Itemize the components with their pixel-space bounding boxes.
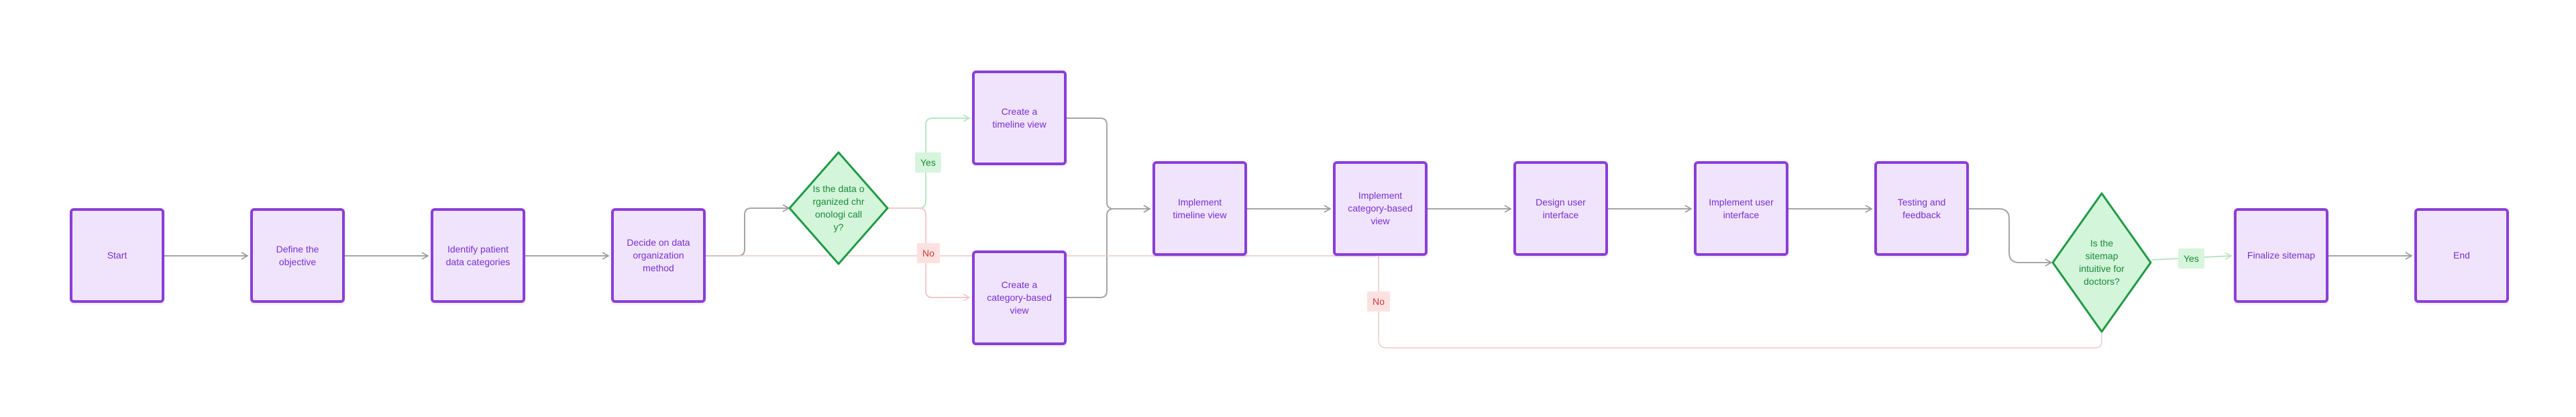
node-define-objective[interactable]: Define the objective <box>250 208 345 303</box>
node-finalize-label: Finalize sitemap <box>2247 250 2316 261</box>
node-define-objective-label: Define the objective <box>276 243 319 267</box>
node-decide-method-label: Decide on data organization method <box>627 237 690 273</box>
edge-category-to-impl <box>1067 205 1151 298</box>
node-implement-ui-label: Implement user interface <box>1709 196 1774 220</box>
node-identify-categories[interactable]: Identify patient data categories <box>431 208 525 303</box>
node-finalize[interactable]: Finalize sitemap <box>2234 208 2328 303</box>
edge-timeline-to-impl <box>1067 118 1151 213</box>
node-decision-chronological[interactable]: Is the data organized chronologi cally? <box>788 151 889 265</box>
node-design-ui[interactable]: Design user interface <box>1513 161 1608 256</box>
node-create-category[interactable]: Create a category-based view <box>972 250 1067 345</box>
node-end[interactable]: End <box>2414 208 2509 303</box>
node-decision-intuitive-label: Is the sitemap intuitive for doctors? <box>2079 238 2125 287</box>
node-create-category-label: Create a category-based view <box>987 279 1052 316</box>
node-start-label: Start <box>107 250 127 261</box>
node-design-ui-label: Design user interface <box>1536 196 1586 220</box>
node-decision-chronological-label: Is the data organized chronologi cally? <box>812 183 865 232</box>
node-implement-ui[interactable]: Implement user interface <box>1694 161 1788 256</box>
edge-label-no-1: No <box>917 243 940 263</box>
node-decide-method[interactable]: Decide on data organization method <box>611 208 706 303</box>
node-end-label: End <box>2453 250 2470 261</box>
edge-decision2-no <box>1378 256 2102 349</box>
edge-label-yes-2: Yes <box>2178 248 2204 269</box>
node-create-timeline[interactable]: Create a timeline view <box>972 71 1067 165</box>
decision-diamond-shape <box>2051 192 2152 333</box>
node-implement-category[interactable]: Implement category-based view <box>1333 161 1428 256</box>
node-implement-timeline[interactable]: Implement timeline view <box>1152 161 1247 256</box>
decision-diamond-shape <box>788 151 889 265</box>
node-create-timeline-label: Create a timeline view <box>992 105 1046 130</box>
node-testing[interactable]: Testing and feedback <box>1874 161 1969 256</box>
node-identify-categories-label: Identify patient data categories <box>445 243 511 267</box>
node-implement-category-label: Implement category-based view <box>1348 190 1413 226</box>
edge-decide-to-decision1 <box>706 204 790 257</box>
node-testing-label: Testing and feedback <box>1897 196 1946 220</box>
edge-testing-to-decision2 <box>1969 208 2053 267</box>
edge-label-no-2: No <box>1367 291 1390 312</box>
node-implement-timeline-label: Implement timeline view <box>1173 196 1227 220</box>
node-start[interactable]: Start <box>70 208 164 303</box>
node-decision-intuitive[interactable]: Is the sitemap intuitive for doctors? <box>2051 192 2152 333</box>
edge-label-yes-1: Yes <box>915 152 941 173</box>
